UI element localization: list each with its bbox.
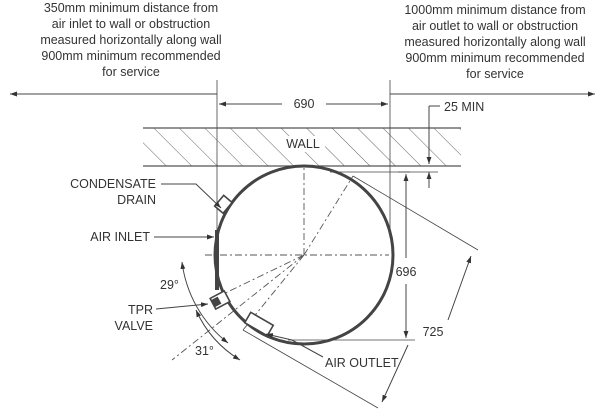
angle-29-value: 29°	[160, 278, 179, 292]
left-note-line-3: measured horizontally along wall	[40, 33, 222, 47]
condensate-label-line-1: CONDENSATE	[70, 177, 156, 191]
angle-31-value: 31°	[195, 344, 214, 358]
left-note-line-1: 350mm minimum distance from	[43, 1, 219, 15]
condensate-leader	[161, 183, 222, 209]
diagonal-arrow-top	[447, 255, 472, 321]
left-note-line-2: air inlet to wall or obstruction	[51, 17, 211, 31]
diagonal-dimension: 725	[242, 175, 479, 409]
depth-dimension: 696	[288, 171, 417, 341]
width-value: 690	[294, 97, 315, 111]
right-note-line-4: 900mm minimum recommended	[405, 51, 585, 65]
right-clearance-note: 1000mm minimum distance from air outlet …	[388, 2, 602, 82]
left-clearance-note: 350mm minimum distance from air inlet to…	[0, 0, 262, 80]
diagonal-centerline	[303, 175, 354, 256]
air-inlet-callout: AIR INLET	[90, 230, 214, 244]
angle-31-dimension: 31°	[195, 309, 241, 361]
tpr-label-line-2: VALVE	[115, 319, 153, 333]
diagonal-arrow-bottom	[381, 344, 409, 403]
left-note-line-4: 900mm minimum recommended	[41, 49, 221, 63]
right-note-line-2: air outlet to wall or obstruction	[411, 19, 579, 33]
tpr-angle-line	[214, 254, 305, 299]
left-note-line-5: for service	[102, 65, 160, 79]
wall-label-bg	[283, 136, 325, 152]
angle-31-arc	[195, 309, 241, 361]
tpr-leader	[155, 302, 209, 310]
diagonal-extension-top	[352, 175, 479, 251]
diagonal-extension-bottom	[242, 329, 379, 409]
clearance-value: 25 MIN	[444, 100, 484, 114]
diagonal-value: 725	[423, 325, 444, 339]
water-heater	[171, 164, 395, 361]
right-note-line-5: for service	[466, 67, 524, 81]
air-outlet-duct	[243, 311, 275, 337]
condensate-drain-callout: CONDENSATE DRAIN	[70, 177, 222, 209]
condensate-drain-fitting	[213, 194, 234, 215]
tpr-label-line-1: TPR	[128, 303, 153, 317]
condensate-label-line-2: DRAIN	[117, 193, 156, 207]
wall: WALL	[143, 127, 461, 167]
right-note-line-3: measured horizontally along wall	[404, 35, 586, 49]
inlet-angle-line	[171, 254, 305, 361]
wall-label: WALL	[286, 137, 320, 151]
depth-value: 696	[396, 265, 417, 279]
air-outlet-label: AIR OUTLET	[325, 356, 399, 370]
width-dimension: 690	[219, 97, 388, 111]
right-note-line-1: 1000mm minimum distance from	[404, 3, 586, 17]
air-inlet-label: AIR INLET	[90, 230, 150, 244]
tpr-valve-callout: TPR VALVE	[115, 302, 209, 333]
